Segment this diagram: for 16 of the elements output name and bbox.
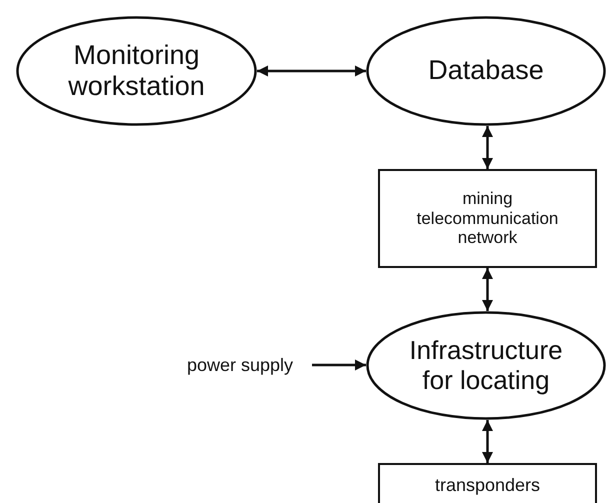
- process-box: [378, 169, 597, 268]
- node-label: mining telecommunication network: [416, 189, 560, 248]
- node-label: transponders: [434, 475, 540, 496]
- double-arrow: [257, 66, 366, 76]
- double-arrow: [482, 420, 493, 463]
- double-arrow: [482, 126, 493, 169]
- arrow: [312, 360, 366, 370]
- process-ellipse: [16, 16, 257, 126]
- node-label: Database: [428, 55, 544, 87]
- double-arrow: [482, 268, 493, 311]
- process-box: [378, 463, 597, 503]
- process-ellipse: [366, 16, 606, 126]
- process-ellipse: [366, 311, 606, 420]
- node-label: Infrastructure for locating: [408, 336, 564, 396]
- node-label: Monitoring workstation: [67, 40, 206, 102]
- label-text: power supply: [186, 354, 294, 376]
